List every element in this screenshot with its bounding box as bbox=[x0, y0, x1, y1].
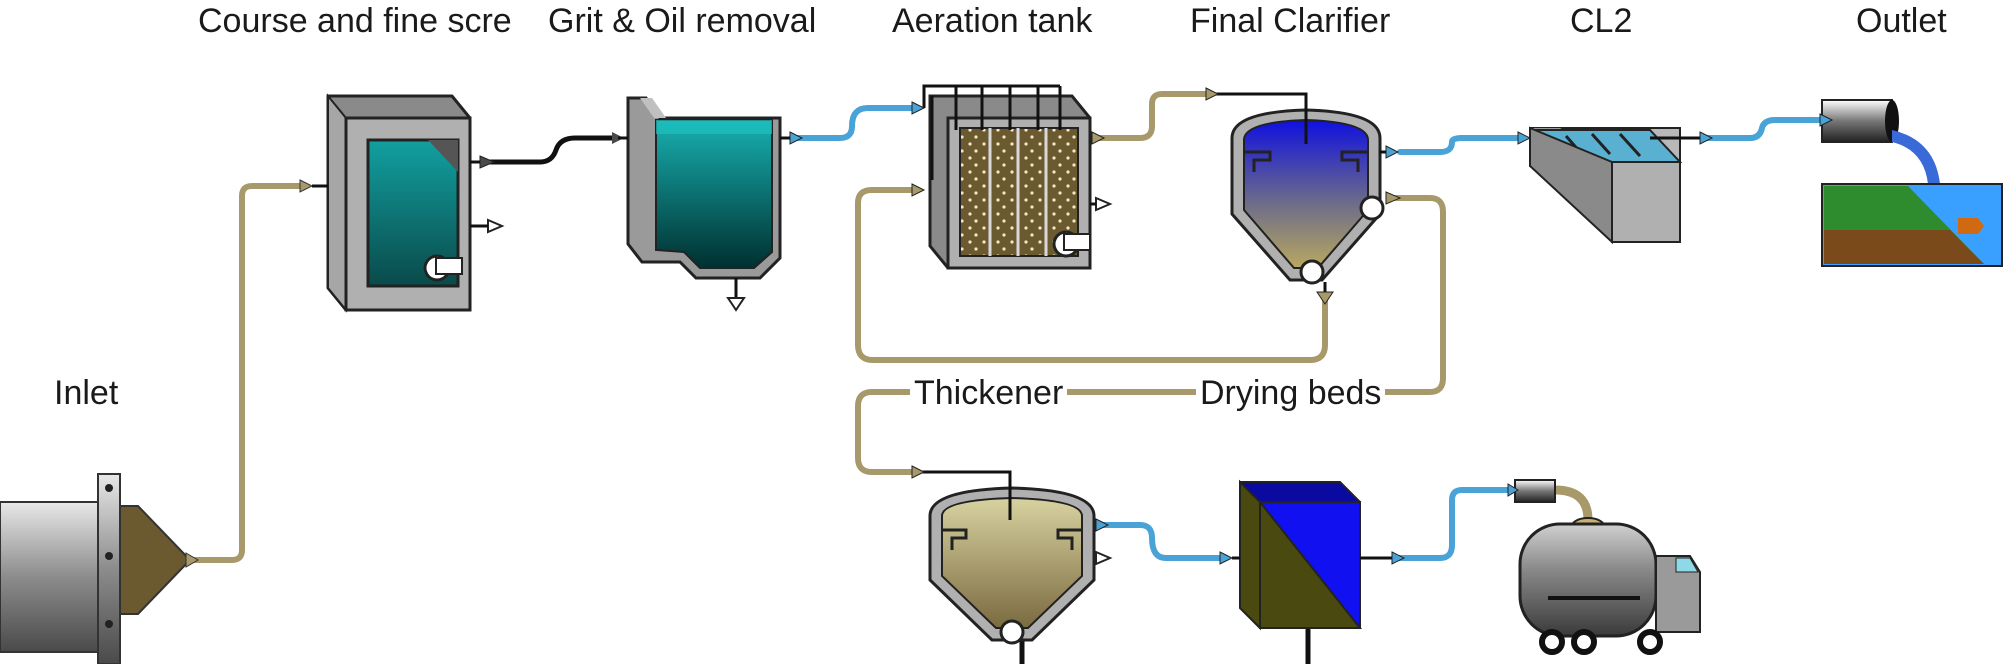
grit-oil-unit bbox=[612, 96, 804, 312]
outlet-scene bbox=[1819, 99, 2003, 267]
pipe-aeration-to-clarifier bbox=[1095, 91, 1213, 141]
label-drying-beds: Drying beds bbox=[1196, 376, 1386, 410]
label-aeration: Aeration tank bbox=[892, 2, 1093, 40]
pipe-screens-to-grit bbox=[487, 135, 615, 165]
pipes bbox=[187, 91, 1825, 667]
pipe-clarifier-to-cl2 bbox=[1397, 135, 1523, 155]
label-thickener: Thickener bbox=[910, 376, 1068, 410]
label-outlet: Outlet bbox=[1856, 2, 1947, 40]
pipe-return-sludge bbox=[855, 187, 1328, 363]
cl2-contact-tank bbox=[1517, 126, 1714, 245]
label-grit-oil: Grit & Oil removal bbox=[544, 4, 821, 38]
pipe-waste-sludge bbox=[855, 195, 1446, 475]
pipe-drying-to-truck bbox=[1395, 487, 1518, 561]
label-clarifier: Final Clarifier bbox=[1190, 2, 1391, 40]
inlet-pipe bbox=[0, 473, 199, 665]
final-clarifier bbox=[1205, 87, 1402, 305]
sludge-truck bbox=[1507, 479, 1701, 655]
label-inlet: Inlet bbox=[54, 374, 119, 412]
aeration-tank bbox=[911, 84, 1113, 270]
drying-beds-unit bbox=[1219, 479, 1406, 631]
pipe-grit-to-aeration bbox=[795, 105, 919, 141]
pipe-inlet-to-screens bbox=[187, 183, 308, 563]
label-screens: Course and fine scre bbox=[198, 4, 512, 38]
pipe-cl2-to-outlet bbox=[1705, 117, 1825, 141]
pipe-thickener-to-drying bbox=[1095, 522, 1225, 561]
thickener-unit bbox=[911, 465, 1113, 645]
screens-unit bbox=[299, 93, 505, 313]
pipe-truck-hose bbox=[1550, 485, 1593, 525]
label-cl2: CL2 bbox=[1570, 2, 1633, 40]
